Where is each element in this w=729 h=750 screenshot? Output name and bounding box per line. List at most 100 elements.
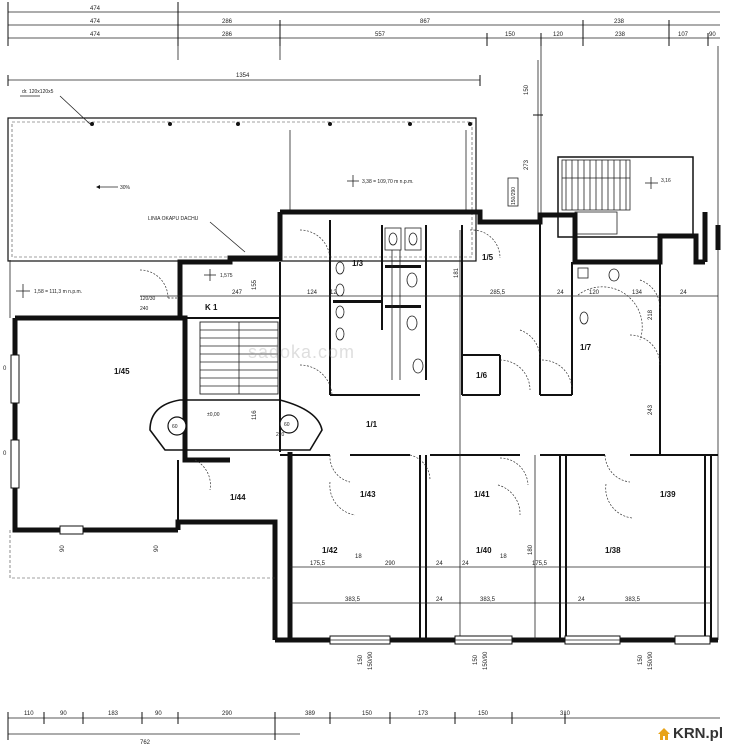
dim-290: 290 [385, 561, 396, 567]
corr-dim-12: 12 [330, 290, 337, 296]
vdim-180: 180 [528, 544, 534, 555]
main-walls [12, 209, 721, 643]
bot-dim-8: 150 [478, 711, 489, 717]
stair-60-left: 60 [172, 424, 178, 430]
win-sub-a: 150/90 [368, 651, 374, 670]
windows: 150 150/90 150 150/90 150 150/90 90 90 0… [3, 354, 711, 670]
lower-room-dimensions: 175,5 290 18 24 18 24 175,5 383,5 24 383… [290, 554, 711, 604]
corr-dim-247: 247 [232, 290, 243, 296]
corr-dim-124: 124 [307, 290, 318, 296]
top-dimension-chain: 474 474 286 867 238 474 286 557 150 120 … [7, 2, 720, 46]
win-90-b: 90 [154, 545, 160, 552]
top-dim-r3-5: 238 [615, 32, 626, 38]
top-dim-r2-3: 238 [614, 19, 625, 25]
bottom-dimension-chain: 110 90 183 90 290 389 150 173 150 310 76… [7, 711, 720, 746]
room-k1: K 1 [205, 303, 218, 312]
dashed-boundary [9, 530, 275, 579]
level-1575: 1,575 [220, 273, 233, 279]
top-dim-r3-7: 90 [709, 32, 716, 38]
win-sub-c: 150/90 [648, 651, 654, 670]
bot-dim-3: 90 [155, 711, 162, 717]
bot-dim-0: 110 [24, 711, 34, 717]
bot-dim-4: 290 [222, 711, 233, 717]
dim-24b: 24 [462, 561, 469, 567]
interior-staircase: 60 60 ±0,00 K 1 1,575 [149, 269, 323, 451]
win-150-c: 150 [638, 654, 644, 665]
bot-dim-7: 173 [418, 711, 429, 717]
krn-logo: KRN.pl [657, 725, 723, 742]
dim-383a: 383,5 [345, 597, 361, 603]
bot-dim-5: 389 [305, 711, 316, 717]
room-1-38: 1/38 [605, 546, 621, 555]
top-dim-r3-1: 286 [222, 32, 233, 38]
roof-note: LINIA OKAPU DACHU [148, 216, 199, 222]
top-dim-r3-2: 557 [375, 32, 386, 38]
left-edge-0a: 0 [3, 366, 7, 372]
win-sub-b: 150/90 [483, 651, 489, 670]
corridor-dimensions: 120/30 240 247 155 124 12 285,5 24 120 1… [140, 230, 718, 640]
room-labels: 1/45 1/44 1/3 1/5 1/6 1/7 1/1 1/43 1/41 … [114, 253, 676, 555]
top-dim-r3-0: 474 [90, 32, 101, 38]
room-1-42: 1/42 [322, 546, 338, 555]
extension-lines [177, 46, 719, 640]
vdim-181: 181 [454, 267, 460, 278]
corr-dim-134: 134 [632, 290, 643, 296]
house-icon [658, 727, 670, 740]
vdim-243: 243 [648, 404, 654, 415]
vdim-218: 218 [648, 309, 654, 320]
terrace-level: 3,38 = 109,70 m n.p.m. [362, 179, 414, 185]
dim-24a: 24 [436, 561, 443, 567]
vdim-150: 150 [524, 84, 530, 95]
dim-18b: 18 [500, 554, 507, 560]
wc-fixtures [333, 227, 620, 380]
door-120-30: 120/30 [140, 296, 156, 302]
floor-zero: ±0,00 [207, 412, 220, 418]
logo-text: KRN.pl [673, 725, 723, 742]
terrace-area: dr. 120x120x5 30% LINIA OKAPU DACHU 3,38… [7, 89, 477, 262]
room-1-43: 1/43 [360, 490, 376, 499]
room-1-6: 1/6 [476, 371, 488, 380]
slope-label: 30% [120, 185, 131, 191]
room-1-41: 1/41 [474, 490, 490, 499]
dim-1354: 1354 [236, 73, 250, 79]
dim-18a: 18 [355, 554, 362, 560]
door-220: 220 [276, 432, 285, 438]
dim-175a: 175,5 [310, 561, 326, 567]
room-1-1: 1/1 [366, 420, 378, 429]
dim-24d: 24 [578, 597, 585, 603]
corr-dim-285: 285,5 [490, 290, 506, 296]
top-dim-r1-0: 474 [90, 6, 101, 12]
dim-24c: 24 [436, 597, 443, 603]
corr-dim-24b: 24 [680, 290, 687, 296]
corr-dim-155: 155 [252, 279, 258, 290]
win-150-a: 150 [358, 654, 364, 665]
win-90-a: 90 [60, 545, 66, 552]
room-1-45: 1/45 [114, 367, 130, 376]
door-swings [139, 229, 661, 519]
bot-dim-1: 90 [60, 711, 67, 717]
top-dim-r2-2: 867 [420, 19, 431, 25]
outer-stairs: 3,16 150/290 [507, 156, 694, 238]
bot-dim-6: 150 [362, 711, 373, 717]
watermark-text: sadoka.com [248, 342, 356, 362]
dim-383c: 383,5 [625, 597, 641, 603]
corr-dim-24a: 24 [557, 290, 564, 296]
top-dim-r3-4: 120 [553, 32, 564, 38]
left-edge-0b: 0 [3, 451, 7, 457]
room-1-5: 1/5 [482, 253, 494, 262]
corr-dim-120: 120 [589, 290, 600, 296]
bot-dim-9: 310 [560, 711, 571, 717]
room-1-44: 1/44 [230, 493, 246, 502]
right-vertical-dimension: 150 273 [524, 60, 543, 215]
top-dim-r2-1: 286 [222, 19, 233, 25]
room-1-40: 1/40 [476, 546, 492, 555]
door-150-top: 150/290 [511, 187, 517, 205]
dim-175b: 175,5 [532, 561, 548, 567]
door-240: 240 [140, 306, 149, 312]
entry-level: 1,58 = 111,3 m n.p.m. [34, 289, 82, 295]
win-150-b: 150 [473, 654, 479, 665]
top-dim-r3-3: 150 [505, 32, 516, 38]
stair-60-right: 60 [284, 422, 290, 428]
vdim-273: 273 [524, 159, 530, 170]
